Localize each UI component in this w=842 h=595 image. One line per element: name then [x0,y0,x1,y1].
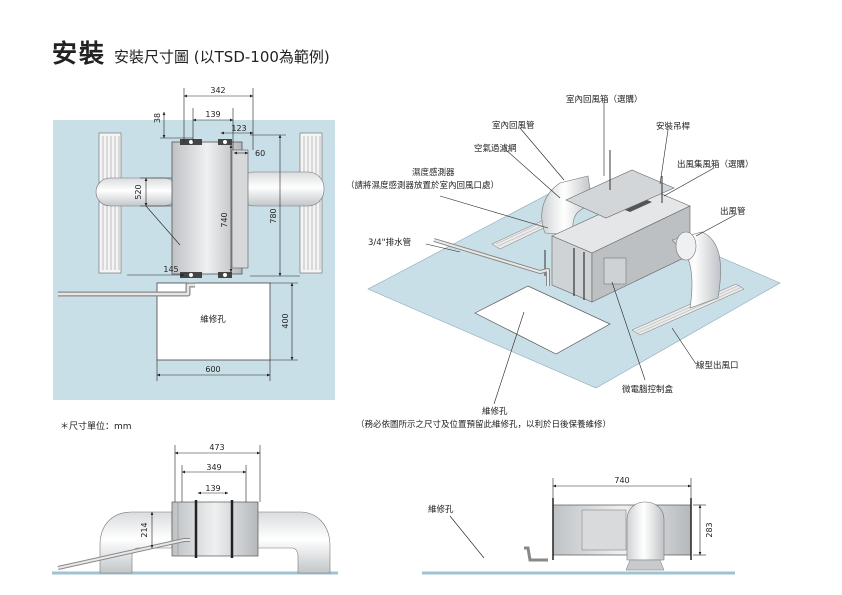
dim-740: 740 [220,212,229,227]
label-outlet-pipe: 出風管 [720,206,746,217]
dim-60: 60 [255,149,265,158]
side-view: 473 349 139 214 [52,443,338,575]
dim-342: 342 [210,86,225,95]
iso-service-opening [474,285,611,355]
front-service-hole-label: 維修孔 [428,504,454,515]
front-dim-283: 283 [705,522,714,537]
label-hanger: 安裝吊桿 [656,121,691,132]
label-outlet-box: 出風集風箱（選購） [677,159,754,170]
side-dim-214: 214 [140,522,149,537]
iso-controller-box [603,257,627,285]
label-return-box: 室內回風箱（選購） [566,94,643,105]
label-filter: 空氣過濾網 [474,143,517,154]
label-service-note: （務必依圖所示之尺寸及位置預留此維修孔，以利於日後保養維修） [356,419,611,430]
isometric-view: 室內回風箱（選購） 室內回風管 安裝吊桿 空氣過濾網 濕度感測器 （請將濕度感測… [346,94,781,430]
front-drain-pipe [524,546,548,562]
side-dim-473: 473 [209,443,224,452]
label-service-hole: 維修孔 [482,406,508,417]
label-linear-outlet: 線型出風口 [696,360,739,371]
dim-38: 38 [153,113,162,123]
dim-780: 780 [269,208,278,223]
dim-520: 520 [134,184,143,199]
dim-600: 600 [205,365,220,374]
service-opening-label: 維修孔 [200,314,226,325]
side-return-duct [99,511,173,574]
dim-123: 123 [231,124,246,133]
front-outlet-duct [626,501,665,561]
label-controller: 微電腦控制盒 [622,384,674,395]
side-dim-349: 349 [206,463,221,472]
plan-view: 維修孔 [53,86,335,400]
plan-unit-body [171,141,243,275]
title-sub: 安裝尺寸圖 (以TSD-100為範例) [114,48,330,66]
dim-145: 145 [163,265,178,274]
label-humidity-note: （請將濕度感測器放置於室內回風口處） [346,180,499,191]
page-title: 安裝安裝尺寸圖 (以TSD-100為範例) [52,34,330,70]
side-supply-duct [255,511,331,574]
side-unit-body [171,501,259,557]
title-main: 安裝 [52,39,107,68]
label-drain: 3/4"排水管 [368,237,411,248]
dim-400: 400 [281,313,290,328]
side-dim-139: 139 [205,484,220,493]
label-humidity-sensor: 濕度感測器 [412,167,455,178]
plan-supply-duct [237,171,325,207]
label-return-pipe: 室內回風管 [492,120,535,131]
front-view: 740 283 維修孔 [422,476,735,575]
unit-note: ＊尺寸單位：mm [60,422,132,432]
dim-139: 139 [205,110,220,119]
front-dim-740: 740 [614,476,629,485]
